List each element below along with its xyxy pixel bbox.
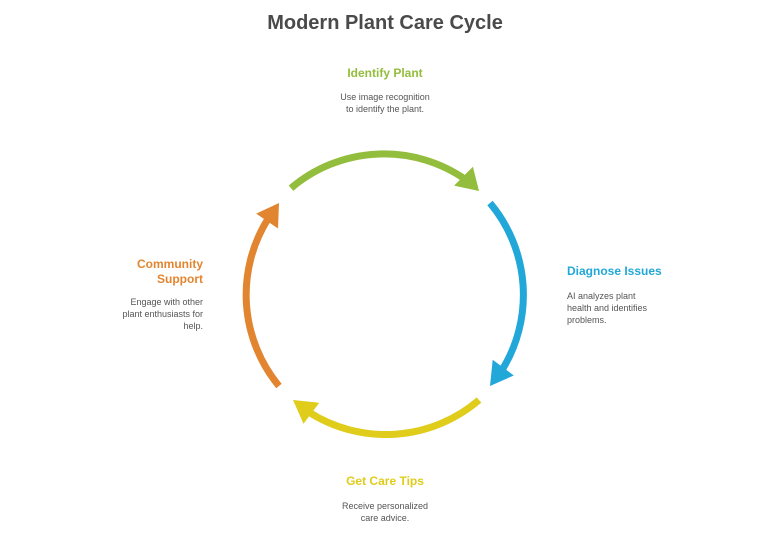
get-care-tips-arrowhead	[293, 400, 320, 424]
community-support-description: Engage with other plant enthusiasts for …	[122, 297, 203, 331]
diagnose-issues-title: Diagnose Issues	[567, 264, 662, 278]
diagnose-issues-arrow	[487, 200, 527, 373]
diagnose-issues-arrowhead	[490, 359, 514, 386]
identify-plant-description: Use image recognition to identify the pl…	[340, 92, 430, 114]
community-support-title: Community Support	[137, 257, 203, 286]
identify-plant-title: Identify Plant	[347, 66, 423, 80]
get-care-tips-title: Get Care Tips	[346, 474, 424, 488]
community-support-arrow	[242, 217, 282, 389]
community-support-arrowhead	[256, 203, 279, 229]
diagnose-issues-description: AI analyzes plant health and identifies …	[567, 291, 648, 325]
get-care-tips-arrow	[306, 397, 482, 438]
get-care-tips-description: Receive personalized care advice.	[341, 501, 429, 523]
identify-plant-arrowhead	[454, 166, 479, 191]
page-title: Modern Plant Care Cycle	[267, 12, 503, 34]
identify-plant-arrow	[288, 150, 469, 191]
